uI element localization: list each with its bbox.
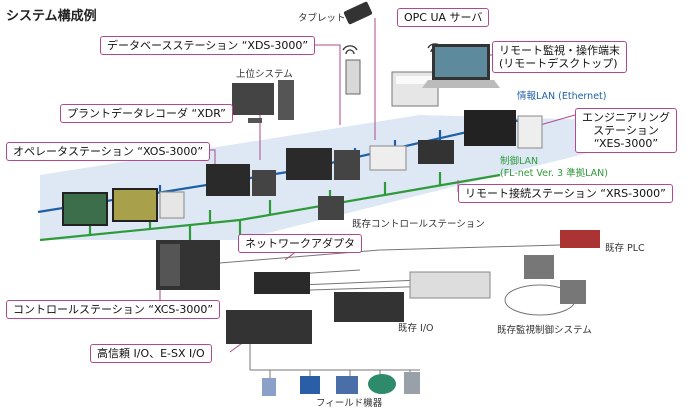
existing-io-icon — [334, 271, 491, 322]
wireless-ap-icon — [345, 59, 361, 95]
label-engineering-station: エンジニアリング ステーション “XES-3000” — [575, 108, 677, 153]
label-remote-terminal-line2: (リモートデスクトップ) — [499, 57, 618, 70]
remote-connection-station-icon — [369, 140, 454, 171]
opc-server-icon — [391, 71, 439, 107]
field-devices-icon — [262, 372, 420, 396]
engineering-station-icon — [464, 110, 543, 149]
label-network-adapter: ネットワークアダプタ — [238, 234, 362, 253]
plant-recorder-icon — [206, 164, 276, 196]
operator-station-icon — [62, 188, 185, 226]
existing-monitor-system-icon — [524, 255, 586, 304]
control-station-icon — [156, 240, 220, 290]
label-high-reliability-io: 高信頼 I/O、E-SX I/O — [90, 344, 212, 363]
database-station-icon — [286, 148, 360, 180]
label-engineering-station-line2: ステーション — [593, 124, 659, 137]
text-existing-plc: 既存 PLC — [605, 243, 645, 254]
label-remote-terminal-line1: リモート監視・操作端末 — [499, 44, 620, 57]
existing-plc-icon — [560, 230, 600, 248]
label-database-station: データベースステーション “XDS-3000” — [100, 36, 316, 55]
high-reliability-io-icon — [226, 310, 312, 344]
text-existing-monitor-system: 既存監視制御システム — [497, 325, 592, 336]
label-opc-ua-server: OPC UA サーバ — [397, 8, 490, 27]
text-field-devices: フィールド機器 — [316, 398, 383, 409]
text-info-lan: 情報LAN (Ethernet) — [517, 91, 607, 102]
text-existing-io: 既存 I/O — [398, 323, 434, 334]
upper-system-pc-icon — [232, 80, 294, 123]
label-engineering-station-line1: エンジニアリング — [582, 111, 670, 124]
page-title: システム構成例 — [6, 9, 97, 24]
label-remote-connection-station: リモート接続ステーション “XRS-3000” — [458, 184, 673, 203]
text-control-lan: 制御LAN — [500, 156, 539, 167]
label-engineering-station-line3: “XES-3000” — [593, 137, 659, 150]
network-adapter-icon — [254, 272, 310, 294]
wifi-icon — [342, 43, 443, 55]
existing-control-station-icon — [318, 196, 344, 220]
text-upper-system: 上位システム — [236, 69, 293, 80]
label-operator-station: オペレータステーション “XOS-3000” — [6, 142, 211, 161]
label-remote-terminal: リモート監視・操作端末 (リモートデスクトップ) — [492, 41, 627, 73]
text-control-lan-sub: (FL-net Ver. 3 準拠LAN) — [500, 168, 608, 179]
label-plant-data-recorder: プラントデータレコーダ “XDR” — [60, 104, 233, 123]
remote-laptop-icon — [422, 44, 500, 88]
text-existing-control-station: 既存コントロールステーション — [352, 219, 485, 230]
text-tablet: タブレット — [298, 13, 346, 24]
label-control-station: コントロールステーション “XCS-3000” — [6, 300, 221, 319]
tablet-icon — [343, 1, 373, 25]
